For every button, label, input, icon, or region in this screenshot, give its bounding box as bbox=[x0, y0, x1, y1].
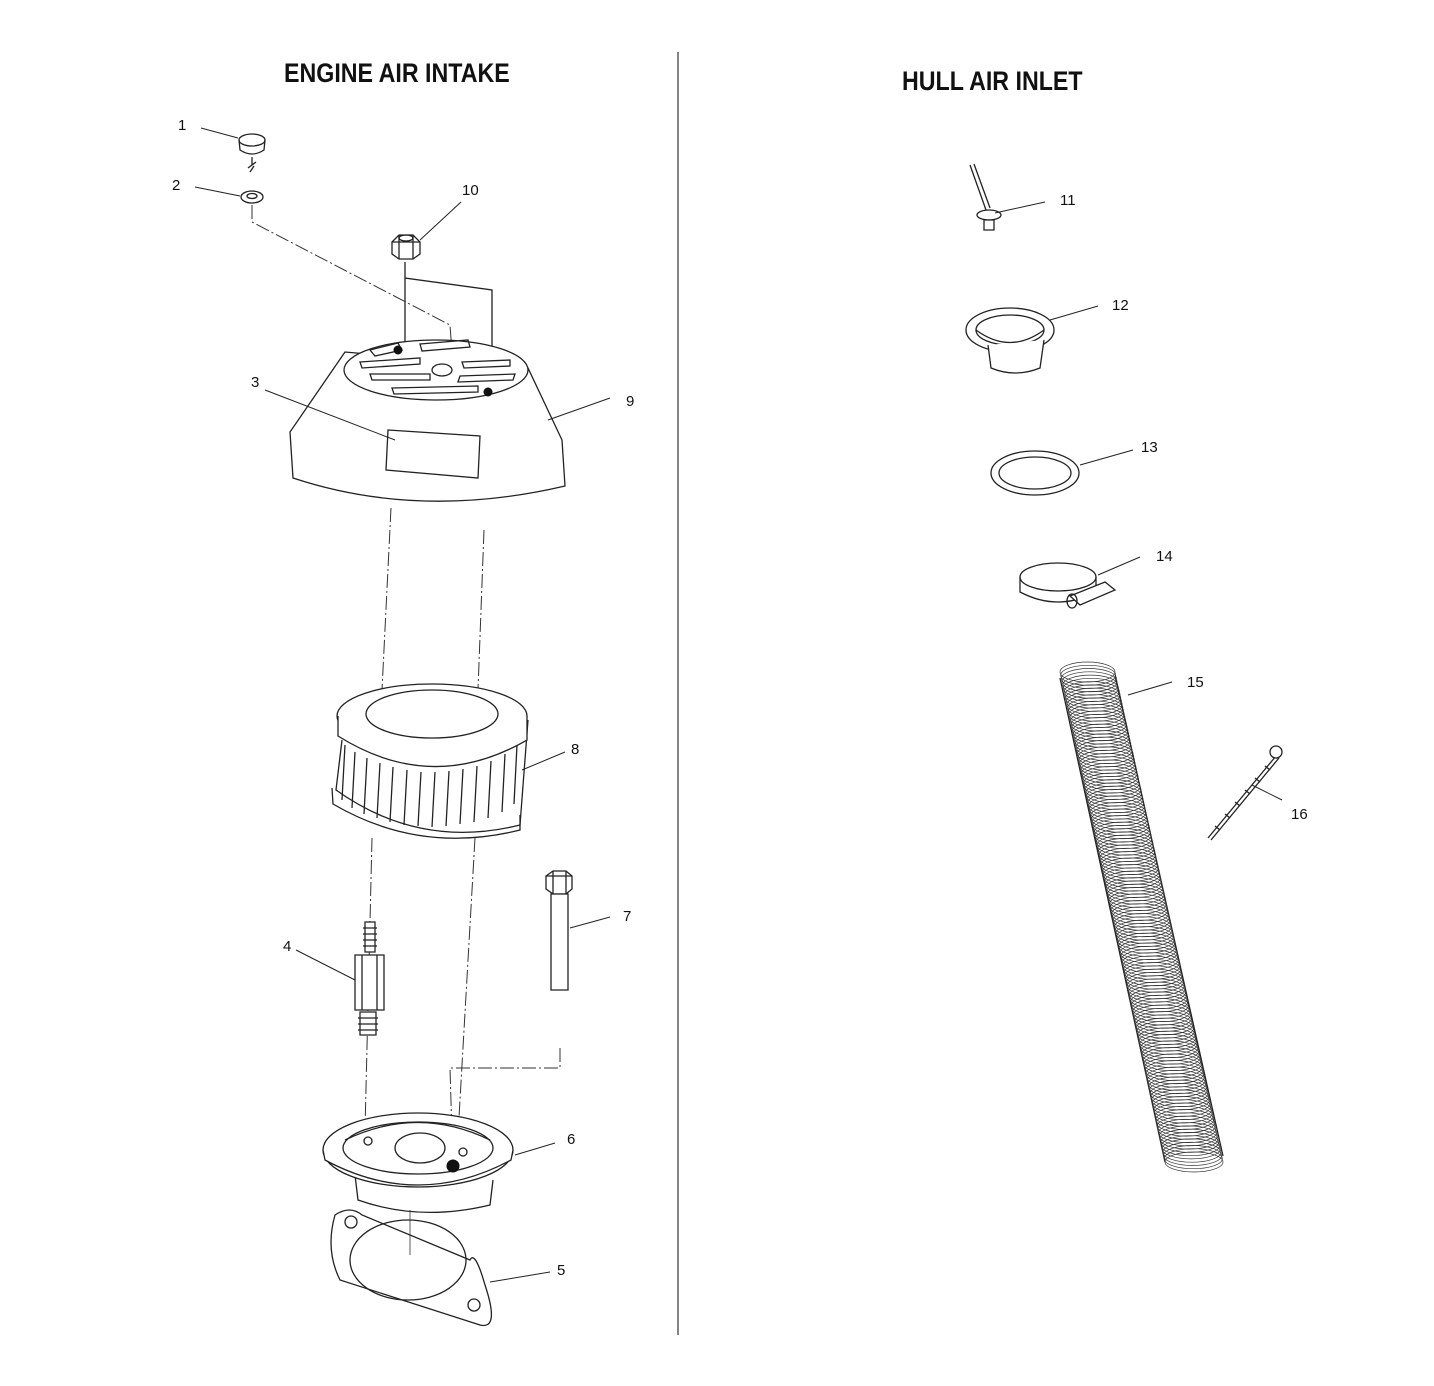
part-16-cable-tie bbox=[1207, 745, 1283, 841]
part-15-hose bbox=[1059, 661, 1224, 1173]
callout-5: 5 bbox=[557, 1262, 566, 1279]
callout-8: 8 bbox=[571, 741, 580, 758]
part-14-clamp bbox=[1019, 562, 1117, 609]
part-13-ring bbox=[990, 450, 1080, 496]
callout-9: 9 bbox=[626, 393, 635, 410]
callout-12: 12 bbox=[1112, 297, 1129, 314]
callout-3: 3 bbox=[251, 374, 260, 391]
callout-6: 6 bbox=[567, 1131, 576, 1148]
part-1-knob bbox=[238, 133, 266, 173]
callout-10: 10 bbox=[462, 182, 479, 199]
part-11-rivet bbox=[969, 163, 1002, 231]
callout-13: 13 bbox=[1141, 439, 1158, 456]
part-4-stud bbox=[354, 921, 385, 1036]
callout-16: 16 bbox=[1291, 806, 1308, 823]
part-10-nut bbox=[391, 234, 421, 260]
leader-lines bbox=[194, 127, 1283, 1283]
part-7-bolt bbox=[545, 870, 573, 991]
callout-7: 7 bbox=[623, 908, 632, 925]
part-6-base bbox=[322, 1112, 514, 1214]
part-5-gasket bbox=[330, 1209, 492, 1327]
part-8-filter bbox=[331, 683, 529, 839]
part-2-washer bbox=[240, 190, 264, 204]
callout-11: 11 bbox=[1060, 192, 1076, 209]
callout-4: 4 bbox=[283, 938, 292, 955]
callout-2: 2 bbox=[172, 177, 181, 194]
callout-15: 15 bbox=[1187, 674, 1204, 691]
hull-air-inlet-title: HULL AIR INLET bbox=[902, 66, 1083, 96]
part-9-cover bbox=[289, 339, 566, 502]
callout-1: 1 bbox=[178, 117, 187, 134]
part-12-flange bbox=[965, 307, 1055, 374]
engine-air-intake-title: ENGINE AIR INTAKE bbox=[284, 58, 510, 88]
callout-14: 14 bbox=[1156, 548, 1173, 565]
